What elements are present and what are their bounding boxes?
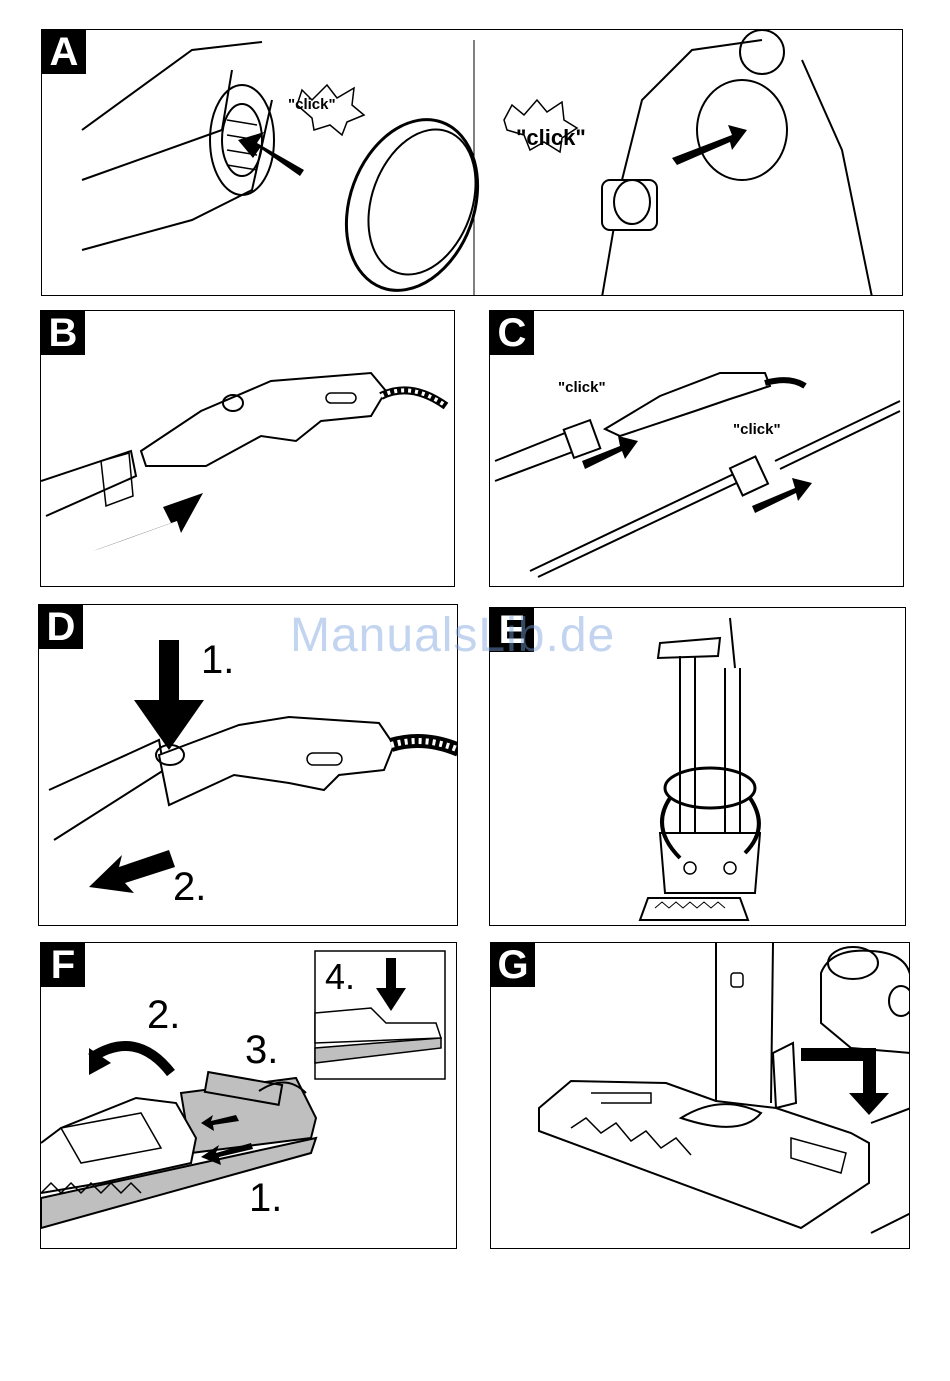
step-1-label: 1. bbox=[249, 1176, 282, 1221]
click-bubble-right: "click" bbox=[516, 125, 586, 151]
step-3-label: 3. bbox=[245, 1028, 278, 1073]
step-4-label: 4. bbox=[325, 956, 355, 998]
step-1-label: 1. bbox=[201, 638, 234, 683]
step-2-label: 2. bbox=[173, 865, 206, 910]
watermark: ManualsLib.de bbox=[290, 608, 615, 663]
click-bubble-left: "click" bbox=[558, 379, 606, 396]
panel-c-illustration bbox=[490, 311, 904, 587]
step-2-label: 2. bbox=[147, 993, 180, 1038]
panel-b: B bbox=[40, 310, 455, 587]
panel-c: C "click" "click" bbox=[489, 310, 904, 587]
click-bubble-right: "click" bbox=[733, 421, 781, 438]
panel-g-illustration bbox=[491, 943, 910, 1249]
panel-a-illustration bbox=[42, 30, 903, 296]
panel-g: G bbox=[490, 942, 910, 1249]
panel-a: A "click" "click" bbox=[41, 29, 903, 296]
panel-b-illustration bbox=[41, 311, 455, 587]
panel-f: F 1. 2. 3. 4. bbox=[40, 942, 457, 1249]
click-bubble-left: "click" bbox=[288, 96, 336, 113]
